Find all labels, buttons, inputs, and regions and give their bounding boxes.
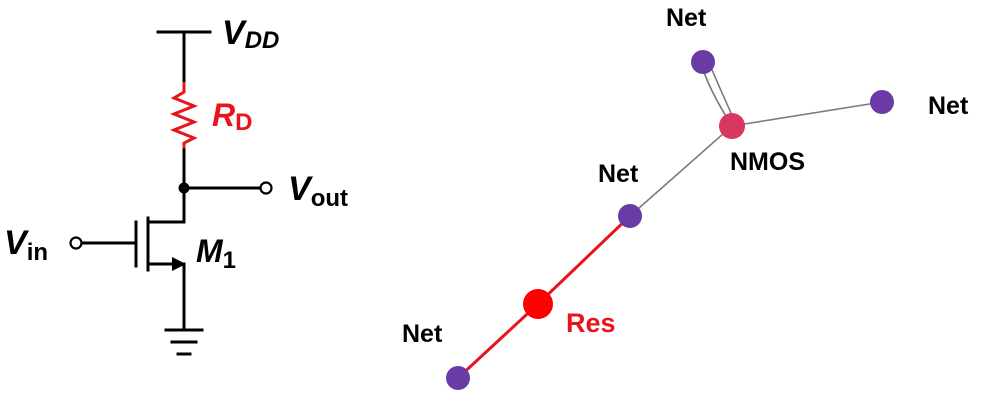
rd-label: RD [212, 97, 252, 136]
vdd-label: VDD [222, 14, 279, 54]
edge-res-net-bottom [456, 302, 540, 380]
net-label-right: Net [928, 92, 969, 120]
m1-label: M1 [196, 233, 236, 274]
net-node-top [691, 50, 715, 74]
nmos-label: NMOS [730, 148, 805, 176]
schematic: VDD RD Vout Vin M1 [4, 14, 348, 356]
edge-nmos-net-right [731, 101, 883, 127]
circuit-graph: Net Net NMOS Net Res Net [402, 4, 969, 390]
vout-label: Vout [288, 170, 348, 212]
resistor-rd-symbol [169, 82, 199, 150]
net-label-bottom: Net [402, 320, 443, 348]
res-label: Res [566, 308, 616, 338]
edge-net-mid-res [536, 214, 632, 306]
net-label-top: Net [666, 4, 707, 32]
net-node-bottom [446, 366, 470, 390]
net-node-mid [618, 204, 642, 228]
vin-terminal [69, 236, 83, 250]
nmos-node [719, 113, 745, 139]
net-label-mid: Net [598, 160, 639, 188]
net-node-right [870, 90, 894, 114]
res-node [523, 289, 553, 319]
vin-label: Vin [4, 224, 48, 266]
source-arrow [172, 257, 186, 271]
edge-nmos-net-mid [629, 125, 733, 217]
vout-terminal [259, 181, 273, 195]
